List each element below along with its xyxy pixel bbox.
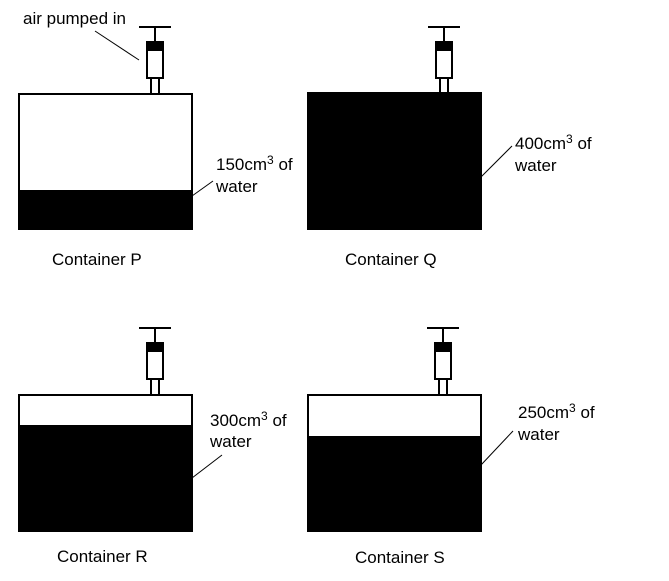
water-label-q-line1: 400cm3 of <box>515 132 592 153</box>
pump-p <box>139 26 171 94</box>
water-label-r-line2: water <box>209 432 252 451</box>
container-r-water <box>19 425 192 531</box>
water-label-s-line2: water <box>517 425 560 444</box>
container-q-box <box>307 92 482 230</box>
water-label-leader-p <box>191 180 214 197</box>
pump-piston <box>146 343 164 352</box>
pump-q <box>428 26 460 93</box>
water-label-p-line1: 150cm3 of <box>216 153 293 174</box>
container-q: 400cm3 of water Container Q <box>307 26 592 269</box>
pump-piston <box>434 343 452 352</box>
container-s: 250cm3 of water Container S <box>307 327 595 567</box>
container-p-water <box>19 190 192 229</box>
water-label-leader-q <box>480 145 513 178</box>
container-r: 300cm3 of water Container R <box>18 327 287 566</box>
container-s-water <box>308 436 481 531</box>
pump-piston <box>435 42 453 51</box>
container-s-caption: Container S <box>355 548 445 567</box>
water-label-s-line1: 250cm3 of <box>518 401 595 422</box>
container-q-caption: Container Q <box>345 250 437 269</box>
container-r-caption: Container R <box>57 547 148 566</box>
pump-s <box>427 327 459 395</box>
pump-piston <box>146 42 164 51</box>
water-label-q-line2: water <box>514 156 557 175</box>
pump-r <box>139 327 171 395</box>
water-label-r-line1: 300cm3 of <box>210 409 287 430</box>
water-label-p-line2: water <box>215 177 258 196</box>
pump-label: air pumped in <box>23 9 126 28</box>
container-p: air pumped in 150cm3 of water Container … <box>18 9 293 269</box>
water-label-leader-r <box>191 454 223 479</box>
water-label-leader-s <box>480 430 514 466</box>
container-p-caption: Container P <box>52 250 142 269</box>
pump-label-leader <box>94 30 140 61</box>
